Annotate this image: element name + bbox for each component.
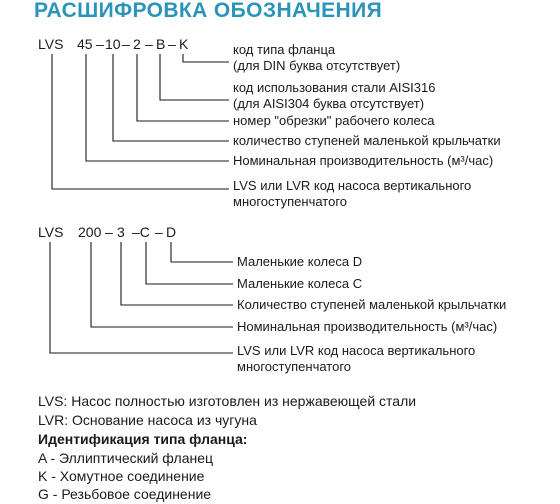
legend-lvs: LVS: Насос полностью изготовлен из нержа… bbox=[38, 393, 417, 409]
code-dash: – bbox=[145, 36, 153, 52]
label-steel-note: (для AISI304 буква отсутствует) bbox=[233, 96, 425, 111]
connector-trim bbox=[136, 54, 229, 122]
code-dash: – bbox=[122, 36, 130, 52]
label-capacity: Номинальная производительность (м³/час) bbox=[233, 153, 494, 168]
code2-part-wheel-c: –C bbox=[132, 224, 150, 240]
legend-lvr: LVR: Основание насоса из чугуна bbox=[38, 412, 257, 428]
label-flange-note: (для DIN буква отсутствует) bbox=[233, 58, 401, 73]
connector-type bbox=[51, 54, 229, 190]
label2-wheel-d: Маленькие колеса D bbox=[237, 254, 363, 269]
code2-part-stages: 3 bbox=[117, 224, 125, 240]
label-trim-number: номер "обрезки" рабочего колеса bbox=[233, 113, 435, 128]
code2-part-type: LVS bbox=[38, 224, 64, 240]
label2-pump-type-cont: многоступенчатого bbox=[237, 359, 352, 374]
label2-stages: Количество ступеней маленькой крыльчатки bbox=[237, 297, 507, 312]
connector-stages bbox=[112, 54, 229, 142]
legend-flange-g: G - Резьбовое соединение bbox=[38, 486, 212, 502]
legend-flange-a: A - Эллиптический фланец bbox=[38, 450, 214, 466]
code-part-stages: 10 bbox=[105, 36, 121, 52]
code-part-type: LVS bbox=[38, 36, 64, 52]
code-dash: – bbox=[168, 36, 176, 52]
connector-capacity bbox=[85, 54, 229, 162]
connector-capacity-2 bbox=[90, 242, 233, 328]
label-steel-code: код использования стали AISI316 bbox=[233, 80, 436, 95]
code2-part-capacity: 200 bbox=[78, 224, 102, 240]
connector-stages-2 bbox=[120, 242, 233, 306]
legend-flange-k: K - Хомутное соединение bbox=[38, 468, 205, 484]
label-pump-type: LVS или LVR код насоса вертикального bbox=[233, 178, 472, 193]
legend-flange-heading: Идентификация типа фланца: bbox=[38, 431, 248, 447]
code2-dash: – bbox=[105, 224, 113, 240]
code2-part-wheel-d: D bbox=[166, 224, 177, 240]
code-part-flange: K bbox=[179, 36, 189, 52]
label2-capacity: Номинальная производительность (м³/час) bbox=[237, 319, 498, 334]
label-stages: количество ступеней маленькой крыльчатки bbox=[233, 133, 501, 148]
connector-type-2 bbox=[49, 242, 233, 354]
connector-wheel-c bbox=[145, 242, 233, 285]
connector-wheel-d bbox=[170, 242, 233, 263]
label-pump-type-cont: многоступенчатого bbox=[233, 194, 348, 209]
label2-wheel-c: Маленькие колеса C bbox=[237, 276, 363, 291]
code-part-steel: B bbox=[156, 36, 166, 52]
label2-pump-type: LVS или LVR код насоса вертикального bbox=[237, 343, 476, 358]
code-part-trim: 2 bbox=[133, 36, 141, 52]
code2-dash: – bbox=[155, 224, 163, 240]
connector-steel bbox=[159, 54, 229, 101]
connector-flange bbox=[182, 54, 229, 63]
code-part-capacity: 45 bbox=[77, 36, 93, 52]
label-flange-code: код типа фланца bbox=[233, 42, 336, 57]
code-dash: – bbox=[96, 36, 104, 52]
diagram-title: РАСШИФРОВКА ОБОЗНАЧЕНИЯ bbox=[34, 0, 383, 22]
